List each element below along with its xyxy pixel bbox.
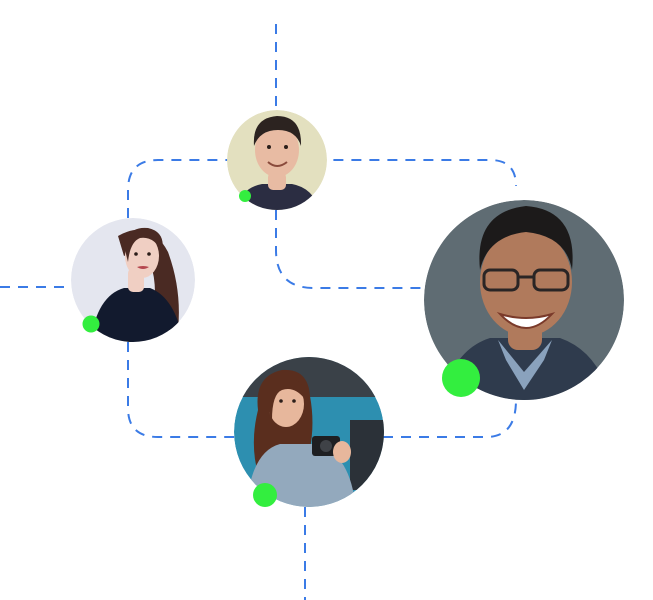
avatar-right-collar — [498, 340, 552, 390]
online-status-dot-bottom — [253, 483, 277, 507]
connector-upper-loop — [127, 159, 517, 218]
glasses-icon — [482, 268, 570, 292]
online-status-dot-right — [442, 359, 480, 397]
avatar-left-hair-front — [124, 227, 163, 262]
avatar-bottom-hair-front — [266, 378, 305, 420]
avatar-bottom-eye-left — [279, 399, 283, 403]
avatar-left-lips — [137, 266, 149, 269]
connector-lines — [0, 24, 517, 600]
avatar-right-smile — [496, 311, 556, 329]
avatar-right-hair — [479, 206, 573, 270]
camera-icon — [312, 436, 340, 456]
avatar-top-smile — [267, 161, 288, 167]
connector-center-curve — [275, 210, 426, 289]
online-status-dot-top — [239, 190, 251, 202]
avatar-right-face — [480, 228, 572, 336]
avatar-left-eye-left — [134, 252, 138, 256]
avatar-top-shirt — [235, 184, 320, 210]
status-dots — [82, 190, 480, 507]
avatar-left[interactable] — [71, 218, 195, 345]
avatar-top-neck — [268, 172, 286, 190]
avatar-bottom-eye-right — [292, 399, 296, 403]
avatar-bottom-shelf — [350, 420, 384, 490]
avatar-top-face — [255, 123, 299, 177]
online-status-dot-left — [82, 315, 100, 333]
avatar-left-eye-right — [147, 252, 151, 256]
avatar-top[interactable] — [227, 110, 327, 212]
connector-lower-loop — [127, 342, 236, 438]
avatar-top-hair — [253, 116, 302, 146]
avatar-left-shirt — [90, 288, 184, 342]
avatar-top-eye-right — [284, 145, 288, 149]
avatar-right[interactable] — [424, 200, 624, 405]
avatar-top-eye-left — [267, 145, 271, 149]
avatar-bottom[interactable] — [234, 357, 390, 512]
avatar-bottom-hand — [333, 441, 351, 463]
connector-lower-right — [383, 399, 517, 438]
avatar-left-face — [125, 234, 159, 278]
